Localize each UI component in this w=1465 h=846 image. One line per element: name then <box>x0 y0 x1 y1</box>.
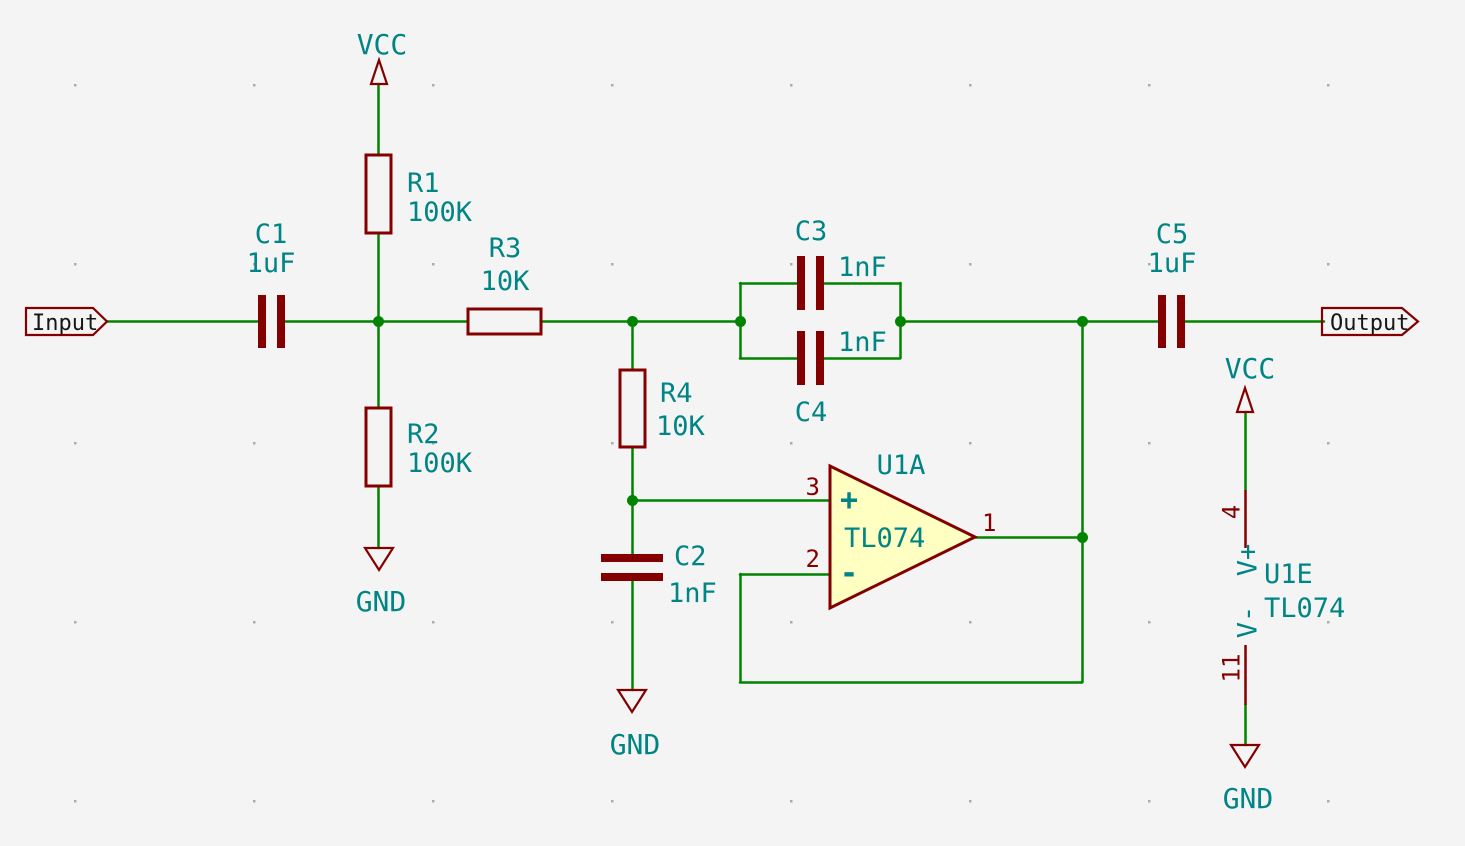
u1a-pin2-number: 2 <box>806 545 820 573</box>
capacitor-c4[interactable] <box>797 331 824 385</box>
junction-dot <box>1077 316 1088 327</box>
junction-dot <box>1077 532 1088 543</box>
vcc-arrow-icon[interactable] <box>1235 384 1255 414</box>
r3-value-label[interactable]: 10K <box>481 266 531 297</box>
vcc-symbol-u1e[interactable] <box>1235 384 1255 414</box>
junction-dot <box>627 316 638 327</box>
capacitor-c2[interactable] <box>601 554 663 581</box>
vcc-arrow-icon[interactable] <box>369 56 389 86</box>
power-unit-u1e[interactable]: 4 V+ V- 11 <box>1217 490 1263 705</box>
r4-ref-label[interactable]: R4 <box>660 378 693 409</box>
c5-plate[interactable] <box>1177 295 1185 348</box>
u1a-ref-label[interactable]: U1A <box>877 450 926 481</box>
u1e-vminus-name: V- <box>1232 606 1263 639</box>
input-port-label[interactable]: Input <box>32 311 98 336</box>
r2-body[interactable] <box>364 406 393 488</box>
c1-ref-label[interactable]: C1 <box>255 219 288 250</box>
r4-value-label[interactable]: 10K <box>656 411 706 442</box>
junctions <box>373 316 1088 543</box>
resistor-r2[interactable] <box>364 406 393 488</box>
r1-value-label[interactable]: 100K <box>407 197 473 228</box>
c2-value-label[interactable]: 1nF <box>668 578 717 609</box>
u1a-pin1-number: 1 <box>982 509 996 537</box>
u1e-pin4-number: 4 <box>1217 505 1245 519</box>
resistor-r3[interactable] <box>466 307 543 336</box>
c2-plate[interactable] <box>601 573 663 581</box>
capacitor-c5[interactable] <box>1158 295 1185 348</box>
output-flag-outline[interactable] <box>1320 306 1420 337</box>
c3-ref-label[interactable]: C3 <box>795 216 828 247</box>
gnd-label-c2[interactable]: GND <box>610 728 661 761</box>
junction-dot <box>627 495 638 506</box>
vcc-label-r1[interactable]: VCC <box>357 28 408 61</box>
r1-body[interactable] <box>364 153 393 235</box>
c3-plate[interactable] <box>797 256 805 310</box>
vcc-symbol-r1[interactable] <box>369 56 389 86</box>
junction-dot <box>895 316 906 327</box>
junction-dot <box>373 316 384 327</box>
resistor-r4[interactable] <box>618 368 647 449</box>
output-port-label[interactable]: Output <box>1330 311 1409 336</box>
u1a-minus-input-sign: - <box>840 556 858 591</box>
u1e-ref-label[interactable]: U1E <box>1264 559 1313 590</box>
c4-plate[interactable] <box>797 331 805 385</box>
u1a-pin3-number: 3 <box>806 473 820 501</box>
r4-body[interactable] <box>618 368 647 449</box>
junction-dot <box>735 316 746 327</box>
c1-plate[interactable] <box>258 295 266 348</box>
u1e-vplus-name: V+ <box>1232 544 1263 577</box>
u1e-pin11-number: 11 <box>1217 654 1245 683</box>
r2-value-label[interactable]: 100K <box>407 448 473 479</box>
gnd-triangle-icon[interactable] <box>615 688 649 715</box>
r3-ref-label[interactable]: R3 <box>489 233 522 264</box>
r1-ref-label[interactable]: R1 <box>407 168 440 199</box>
c2-ref-label[interactable]: C2 <box>674 541 707 572</box>
resistor-r1[interactable] <box>364 153 393 235</box>
c4-plate[interactable] <box>816 331 824 385</box>
c5-value-label[interactable]: 1uF <box>1148 248 1197 279</box>
c5-plate[interactable] <box>1158 295 1166 348</box>
c4-value-label[interactable]: 1nF <box>838 327 887 358</box>
c3-value-label[interactable]: 1nF <box>838 252 887 283</box>
gnd-triangle-icon[interactable] <box>362 546 396 573</box>
u1a-plus-input-sign: + <box>840 483 858 518</box>
gnd-label-u1e[interactable]: GND <box>1223 782 1274 815</box>
c3-plate[interactable] <box>816 256 824 310</box>
port-output[interactable]: Output <box>1320 306 1420 337</box>
gnd-symbol-c2[interactable] <box>615 688 649 715</box>
capacitor-c3[interactable] <box>797 256 824 310</box>
c1-value-label[interactable]: 1uF <box>247 248 296 279</box>
c1-plate[interactable] <box>277 295 285 348</box>
capacitor-c1[interactable] <box>258 295 285 348</box>
gnd-symbol-u1e[interactable] <box>1228 743 1262 770</box>
gnd-symbol-r2[interactable] <box>362 546 396 573</box>
port-input[interactable]: Input <box>24 306 109 337</box>
opamp-u1a[interactable]: + - TL074 <box>828 463 979 611</box>
r3-body[interactable] <box>466 307 543 336</box>
vcc-label-u1e[interactable]: VCC <box>1225 352 1276 385</box>
r2-ref-label[interactable]: R2 <box>407 419 440 450</box>
gnd-label-r2[interactable]: GND <box>356 585 407 618</box>
u1e-value-label[interactable]: TL074 <box>1264 593 1345 624</box>
gnd-triangle-icon[interactable] <box>1228 743 1262 770</box>
c5-ref-label[interactable]: C5 <box>1156 219 1189 250</box>
c2-plate[interactable] <box>601 554 663 562</box>
input-flag-outline[interactable] <box>24 306 109 337</box>
u1a-value-label[interactable]: TL074 <box>844 523 925 554</box>
c4-ref-label[interactable]: C4 <box>795 397 828 428</box>
u1a-triangle[interactable] <box>828 463 979 611</box>
